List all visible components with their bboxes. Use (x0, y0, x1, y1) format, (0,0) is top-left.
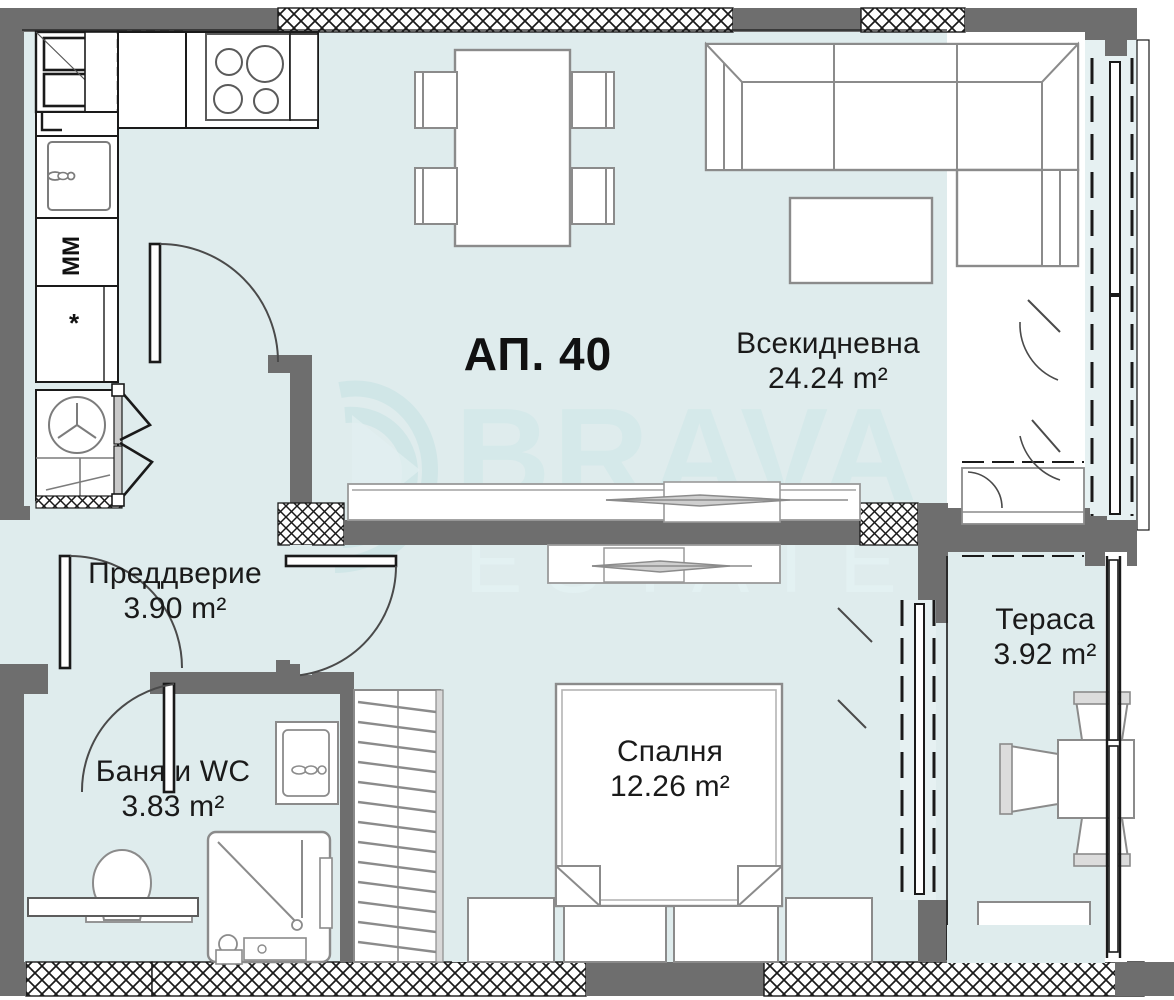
sofa-backrest (705, 43, 1079, 83)
wardrobe (353, 689, 444, 963)
wall-hall-living-insulated (277, 502, 345, 546)
shower-drain (291, 919, 303, 931)
wall-right-head (1085, 8, 1137, 40)
door-bedroom-swing (285, 565, 397, 677)
glazing (837, 58, 1134, 960)
wall-top-a (22, 8, 278, 32)
apartment-number-label: АП. 40 (463, 328, 613, 380)
wall-bottom-insulated-a (25, 961, 153, 997)
shower-screen-diag (217, 841, 297, 923)
door-bedroom-leaf (284, 554, 398, 568)
wall-bath-hall-a (22, 672, 48, 694)
nightstand-right (785, 897, 873, 963)
wall-left-gap (0, 518, 24, 668)
nightstand-left (467, 897, 555, 963)
bed-pillow-right (673, 905, 779, 963)
wall-bath-hall-b (150, 672, 340, 694)
cooktop-burner (246, 45, 284, 83)
dining-chair (571, 71, 615, 129)
wall-terrace-head-b (1085, 508, 1107, 552)
misc-detail (22, 29, 1105, 996)
sliding-leaf-upper (1109, 61, 1121, 295)
toilet-plinth (27, 897, 199, 917)
dining-chair (414, 71, 458, 129)
niche-sill (35, 495, 123, 509)
bifold-swing-a (119, 389, 153, 442)
terrace-table (1057, 739, 1135, 819)
fridge-label: * (69, 308, 80, 338)
terrace-door-swing (967, 471, 1003, 509)
bath-basin (282, 729, 330, 797)
dining-table (453, 48, 572, 248)
dining-chair (414, 167, 458, 225)
microwave-label: ММ (58, 236, 85, 276)
microwave-unit (35, 217, 119, 287)
wall-terrace-left-lower (918, 900, 948, 962)
wall-kitchen-partition (290, 355, 312, 515)
terrace-sliding-leaf (914, 603, 925, 895)
wall-top-insulated-2 (860, 7, 966, 33)
bathroom-fixtures (27, 721, 339, 965)
wall-left-lower (0, 668, 24, 968)
terrace-head-unit (961, 467, 1085, 525)
bath-faucet (291, 765, 307, 775)
sliding-leaf-lower (1109, 295, 1121, 515)
wall-kitchen-door-head (268, 355, 312, 373)
bedroom-furniture (467, 682, 873, 963)
door-entry-leaf (58, 554, 72, 670)
wall-top-c (965, 8, 1105, 32)
wall-bottom-b (586, 962, 764, 996)
door-bathroom-leaf (162, 682, 176, 794)
kitchen: ММ * (34, 30, 319, 383)
cooktop-burner (213, 84, 243, 114)
wall-hall-clear (290, 545, 312, 675)
wall-top-b (733, 8, 861, 32)
door-entry-swing (69, 555, 183, 669)
wall-bedroom-left-clear (452, 672, 468, 962)
door-opening-marks (1027, 299, 1061, 453)
dining-chair (571, 167, 615, 225)
wardrobe-door-track (435, 689, 444, 963)
bifold-leaf-b (113, 445, 123, 499)
bifold-swing-b (119, 441, 154, 501)
media-unit (347, 481, 861, 584)
wall-bottom-a (0, 962, 26, 996)
bed-pillow-left (563, 905, 667, 963)
doors (58, 242, 398, 794)
wall-top-insulated (277, 7, 734, 33)
wall-bottom-insulated-c (763, 961, 1145, 997)
shower-column (319, 857, 333, 929)
door-bedroom-jamb (278, 664, 300, 682)
living-room-furniture (704, 41, 1080, 285)
wall-bottom-insulated-b (151, 961, 587, 997)
walls (0, 7, 1174, 997)
wall-right-outer-line (1136, 39, 1150, 531)
utility-niche (35, 383, 154, 509)
wall-hall-living (344, 520, 860, 545)
cooktop-burner (215, 48, 243, 76)
wall-left-nib-a (0, 506, 30, 520)
wall-left-upper (0, 8, 24, 518)
terrace-chair-left (1009, 744, 1059, 814)
door-kitchen-swing (159, 243, 279, 363)
wall-living-terrace-insulated (859, 502, 919, 546)
coffee-table (788, 196, 934, 285)
bifold-leaf-a (113, 391, 123, 445)
door-kitchen-leaf (148, 242, 162, 364)
cooktop-burner (253, 88, 279, 114)
dining-set (414, 48, 615, 248)
wall-terr-a (918, 503, 948, 573)
wall-bottom-c (1115, 962, 1174, 996)
door-bathroom-swing (80, 683, 175, 793)
wall-wardrobe-left (340, 672, 354, 962)
